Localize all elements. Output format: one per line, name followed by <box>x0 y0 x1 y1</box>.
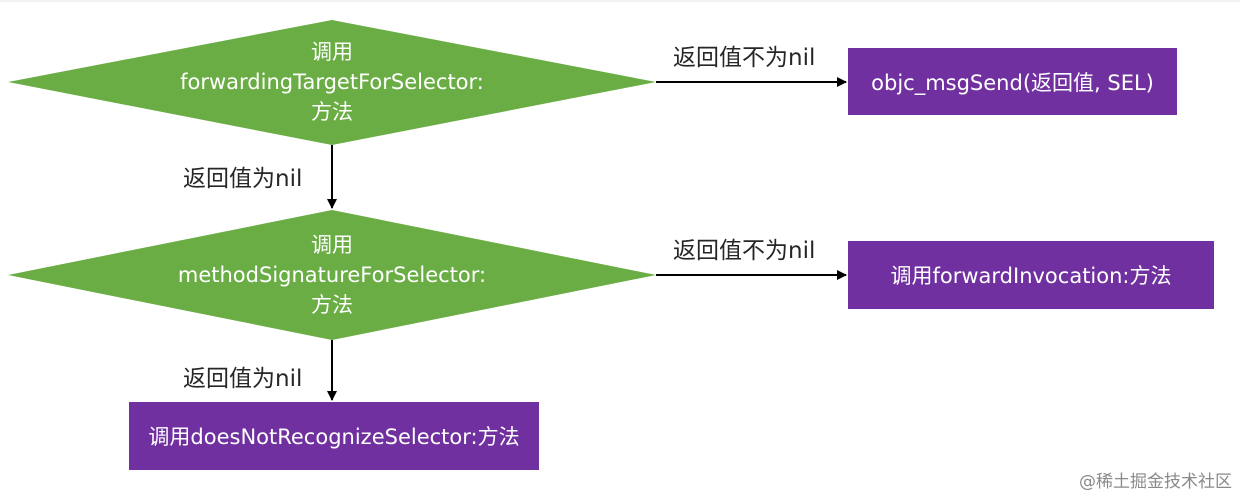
decision-2-line2: methodSignatureForSelector: <box>177 263 487 287</box>
decision-1-line2: forwardingTargetForSelector: <box>180 70 484 94</box>
edge-label-nil-2: 返回值为nil <box>183 366 303 392</box>
top-divider <box>0 0 1240 2</box>
process-box-msgsend: objc_msgSend(返回值, SEL) <box>848 48 1177 115</box>
decision-2-line3: 方法 <box>311 293 353 317</box>
decision-2-line1: 调用 <box>311 233 353 257</box>
process-box-forward-invocation: 调用forwardInvocation:方法 <box>848 241 1214 309</box>
decision-diamond-1 <box>8 20 656 145</box>
process-box-does-not-recognize: 调用doesNotRecognizeSelector:方法 <box>129 402 539 470</box>
edge-label-not-nil-1: 返回值不为nil <box>673 45 816 71</box>
decision-1-line1: 调用 <box>311 40 353 64</box>
edge-label-not-nil-2: 返回值不为nil <box>673 238 816 264</box>
watermark: @稀土掘金技术社区 <box>1079 472 1232 492</box>
edge-label-nil-1: 返回值为nil <box>183 166 303 192</box>
decision-diamond-2 <box>8 210 656 340</box>
decision-1-text: 调用 forwardingTargetForSelector: 方法 <box>132 37 532 127</box>
decision-2-text: 调用 methodSignatureForSelector: 方法 <box>132 230 532 320</box>
decision-1-line3: 方法 <box>311 100 353 124</box>
